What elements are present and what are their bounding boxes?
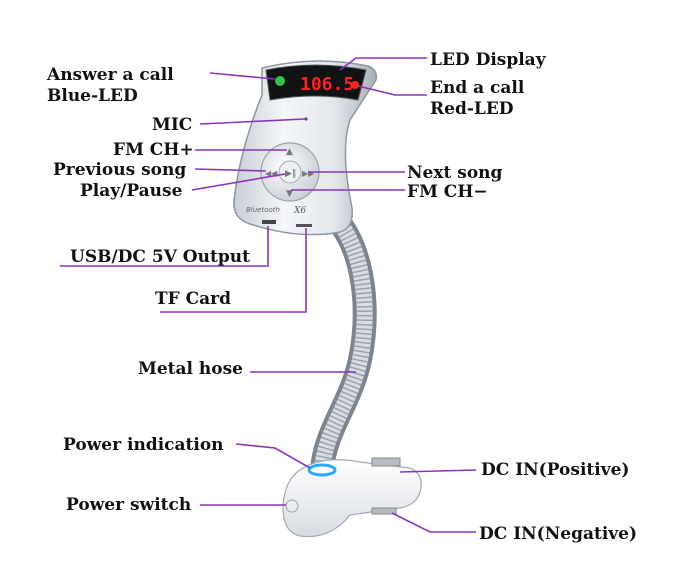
label-play-pause: Play/Pause: [80, 181, 183, 201]
mic-hole-icon: [304, 117, 308, 121]
fm-ch-minus-icon: ▼: [286, 189, 293, 199]
dc-in-negative-contact: [371, 507, 397, 515]
leader-answer-call: [209, 72, 276, 80]
labels: LED Display Answer a call Blue-LED End a…: [46, 50, 637, 544]
label-dc-in-negative: DC IN(Negative): [479, 524, 637, 544]
leader-led-display: [339, 57, 427, 71]
led-display-readout: 106.5: [300, 74, 354, 95]
play-pause-icon: ▶‖: [285, 169, 296, 179]
label-power-switch: Power switch: [66, 495, 191, 515]
leader-usb-output: [60, 226, 269, 267]
leader-mic: [199, 118, 306, 125]
leader-tf-card: [160, 228, 307, 313]
play-pause-button[interactable]: [278, 160, 302, 184]
usb-port: [262, 220, 276, 224]
power-switch-knob[interactable]: [285, 499, 299, 513]
leader-end-call: [357, 85, 427, 96]
green-call-icon: [275, 76, 285, 86]
leader-dc-in-negative: [391, 512, 476, 533]
label-metal-hose: Metal hose: [138, 359, 243, 379]
label-mic: MIC: [152, 115, 192, 135]
label-end-call: End a call: [430, 78, 525, 98]
device-head: 106.5 ▶‖ ▲ ▼ ◀◀ ▶▶ Bluetooth X6: [233, 60, 378, 236]
label-red-led: Red-LED: [430, 99, 514, 119]
leader-play-pause: [191, 173, 286, 191]
previous-song-icon: ◀◀: [265, 169, 278, 178]
label-fm-ch-minus: FM CH−: [407, 182, 488, 202]
tf-card-slot: [296, 224, 312, 227]
red-call-icon: [351, 81, 359, 89]
label-led-display: LED Display: [430, 50, 547, 70]
label-power-indication: Power indication: [63, 435, 224, 455]
label-answer-call: Answer a call: [46, 65, 174, 85]
label-next-song: Next song: [407, 163, 503, 183]
label-tf-card: TF Card: [155, 289, 231, 309]
label-dc-in-positive: DC IN(Positive): [481, 460, 629, 480]
car-plug: [282, 457, 422, 538]
leader-dc-in-positive: [399, 469, 477, 473]
label-blue-led: Blue-LED: [47, 86, 138, 106]
dc-in-positive-contact: [371, 457, 401, 467]
leader-lines: [60, 57, 477, 533]
label-fm-ch-plus: FM CH+: [113, 140, 194, 160]
power-indicator-light: [307, 463, 337, 477]
fm-ch-plus-icon: ▲: [286, 147, 293, 157]
leader-power-indication: [235, 443, 311, 469]
brand-text: Bluetooth: [246, 206, 280, 214]
leader-previous-song: [194, 168, 267, 172]
label-usb-output: USB/DC 5V Output: [70, 247, 250, 267]
label-previous-song: Previous song: [53, 160, 186, 180]
model-text: X6: [293, 206, 306, 216]
metal-hose: [310, 203, 377, 482]
next-song-icon: ▶▶: [302, 169, 315, 178]
